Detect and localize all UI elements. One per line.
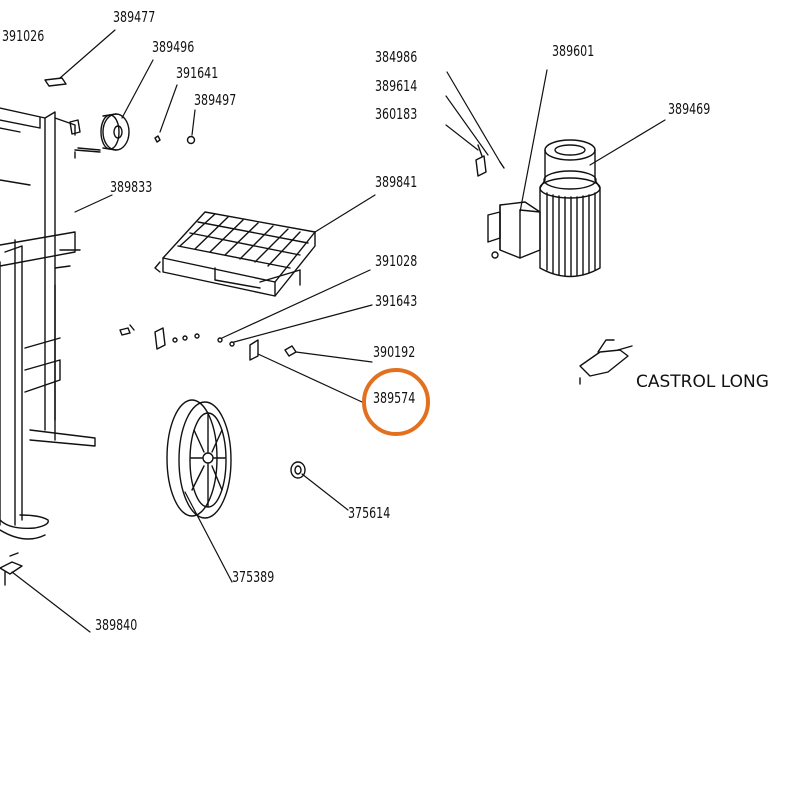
oil-can-drawing: [579, 339, 633, 385]
label-389840: 389840: [95, 616, 138, 634]
label-391026: 391026: [2, 27, 45, 45]
washer-389497: [186, 135, 196, 145]
bracket-389840-drawing: [0, 552, 23, 586]
label-389841: 389841: [375, 173, 418, 191]
castrol-note: CASTROL LONG: [636, 372, 769, 392]
label-375614: 375614: [348, 504, 391, 522]
label-391643: 391643: [375, 292, 418, 310]
label-384986: 384986: [375, 48, 418, 66]
screw-391641: [154, 135, 161, 143]
label-389497: 389497: [194, 91, 237, 109]
label-375389: 375389: [232, 568, 275, 586]
label-389496: 389496: [152, 38, 195, 56]
wheel-375389-drawing: [166, 399, 232, 519]
grate-389841-drawing: [154, 211, 316, 297]
label-391641: 391641: [176, 64, 219, 82]
motor-389469-drawing: [487, 139, 601, 278]
leader-lines: [11, 29, 666, 633]
label-389614: 389614: [375, 77, 418, 95]
frame-stand-drawing: [0, 77, 101, 540]
small-hardware-drawing: [119, 324, 297, 361]
label-389477: 389477: [113, 8, 156, 26]
label-389833: 389833: [110, 178, 153, 196]
label-389601: 389601: [552, 42, 595, 60]
cap-375614-drawing: [290, 461, 306, 479]
label-390192: 390192: [373, 343, 416, 361]
screwdriver-360183-drawing: [475, 144, 505, 177]
highlight-circle-389574: [362, 368, 430, 436]
hub-389496-drawing: [100, 113, 130, 151]
label-389469: 389469: [668, 100, 711, 118]
label-360183: 360183: [375, 105, 418, 123]
label-391028: 391028: [375, 252, 418, 270]
